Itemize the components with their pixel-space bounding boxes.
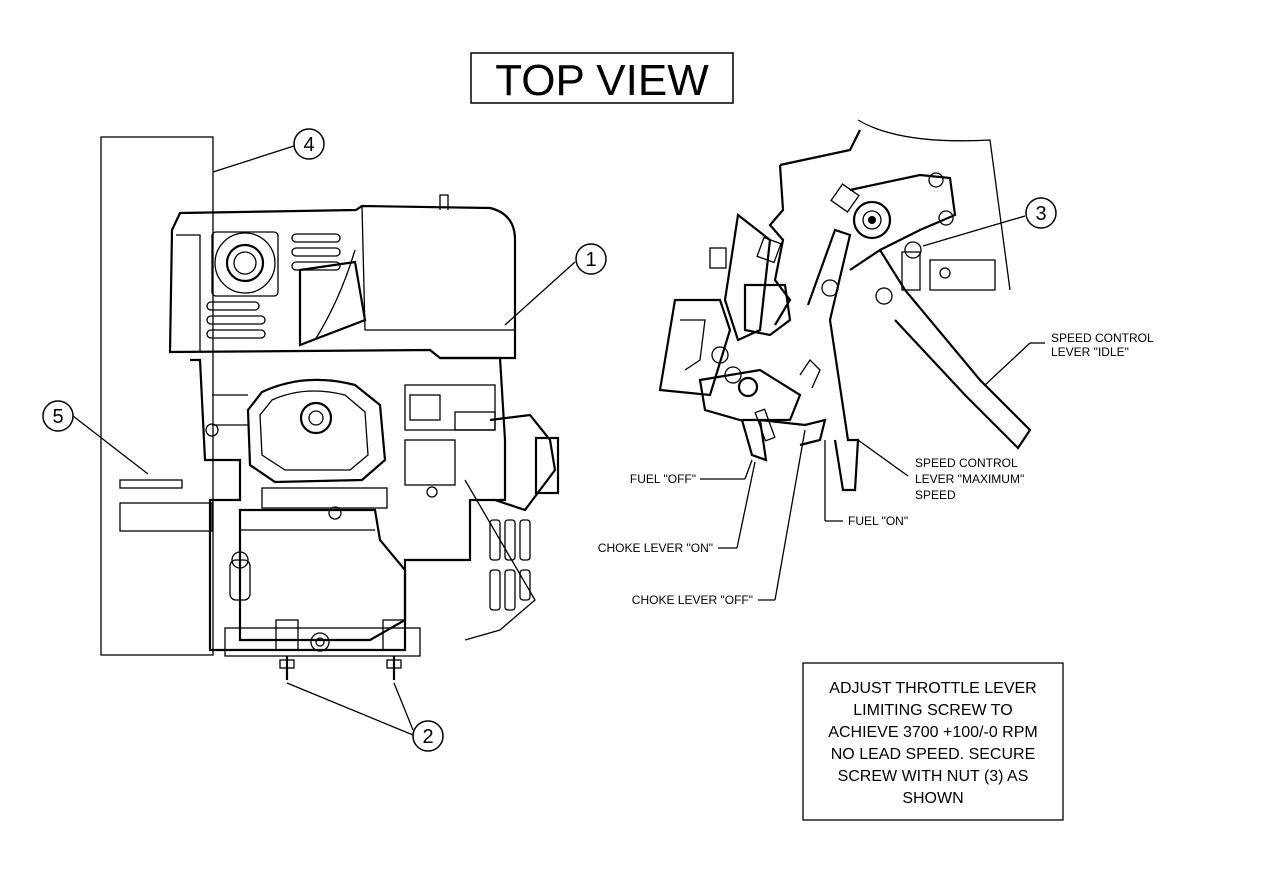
label-speed-idle: SPEED CONTROL LEVER "IDLE" — [984, 331, 1154, 386]
engine-drawing — [100, 136, 560, 680]
bracket-edge — [768, 164, 792, 326]
governor-arm — [849, 173, 957, 251]
choke-off-text: CHOKE LEVER "OFF" — [632, 593, 753, 607]
label-speed-max: SPEED CONTROL LEVER "MAXIMUM" SPEED — [857, 439, 1024, 502]
callout-3-label: 3 — [1035, 203, 1046, 225]
governor-arm-pivot — [852, 200, 892, 240]
vent-slots — [206, 233, 341, 339]
callout-3: 3 — [922, 197, 1057, 247]
adjustment-note: ADJUST THROTTLE LEVER LIMITING SCREW TO … — [802, 662, 1064, 821]
note-line-4: NO LEAD SPEED. SECURE — [831, 746, 1036, 763]
fuel-bowl — [404, 439, 456, 486]
callout-4-label: 4 — [303, 134, 314, 156]
label-choke-off: CHOKE LEVER "OFF" — [632, 429, 806, 607]
speed-max-line2: LEVER "MAXIMUM" — [915, 472, 1024, 486]
label-fuel-on: FUEL "ON" — [824, 440, 908, 528]
base-rail — [224, 627, 421, 657]
callout-5-label: 5 — [52, 406, 63, 428]
choke-on-text: CHOKE LEVER "ON" — [598, 541, 713, 555]
speed-max-line3: SPEED — [915, 488, 956, 502]
flywheel-hub — [225, 243, 265, 283]
title-box: TOP VIEW — [470, 52, 734, 105]
note-line-5: SCREW WITH NUT (3) AS — [838, 768, 1029, 785]
carburetor — [404, 384, 496, 431]
linkage-drawing — [658, 119, 1032, 492]
engine-block — [190, 356, 507, 652]
fuel-on-text: FUEL "ON" — [848, 514, 908, 528]
callout-2: 2 — [286, 682, 444, 752]
fuel-lever — [740, 419, 768, 462]
note-line-2: LIMITING SCREW TO — [853, 702, 1012, 719]
fuel-valve-body — [743, 283, 792, 337]
speed-max-line1: SPEED CONTROL — [915, 456, 1018, 470]
valve-cover-bolt — [299, 401, 333, 435]
valve-cover — [246, 378, 387, 484]
crankshaft — [119, 502, 213, 532]
callout-1: 1 — [504, 243, 607, 326]
note-line-3: ACHIEVE 3700 +100/-0 RPM — [828, 724, 1037, 741]
choke-lever — [759, 418, 827, 447]
label-choke-on: CHOKE LEVER "ON" — [598, 461, 756, 555]
label-fuel-off: FUEL "OFF" — [630, 459, 753, 486]
speed-idle-line1: SPEED CONTROL — [1051, 331, 1154, 345]
note-line-1: ADJUST THROTTLE LEVER — [829, 680, 1036, 697]
note-line-6: SHOWN — [902, 790, 963, 807]
page-title: TOP VIEW — [495, 56, 709, 105]
callout-1-label: 1 — [585, 249, 596, 271]
starter-handle — [534, 436, 560, 495]
starter-cover — [489, 413, 557, 512]
choke-knob — [737, 376, 759, 398]
crankcase — [238, 508, 407, 642]
callout-4: 4 — [212, 128, 325, 173]
speed-lever-idle — [849, 248, 1032, 450]
mounting-plate — [100, 136, 214, 656]
callout-2-label: 2 — [422, 726, 433, 748]
fuel-off-text: FUEL "OFF" — [630, 472, 696, 486]
air-cleaner — [361, 205, 515, 331]
oil-fill — [229, 559, 251, 601]
speed-idle-line2: LEVER "IDLE" — [1051, 345, 1129, 359]
speed-lever-max — [806, 228, 860, 492]
plate-slot — [119, 479, 183, 489]
callout-5: 5 — [42, 400, 149, 475]
flywheel-hub-outer — [214, 232, 276, 294]
